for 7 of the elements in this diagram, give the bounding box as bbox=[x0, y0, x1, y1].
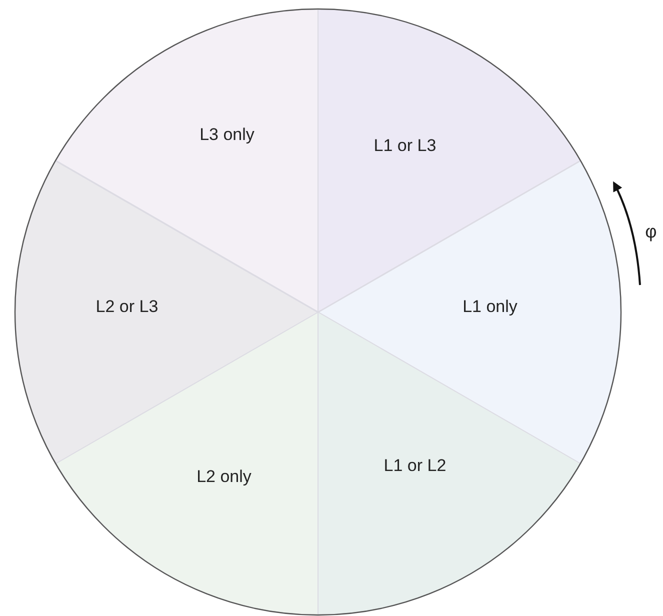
sector-label: L2 only bbox=[196, 467, 252, 487]
sector-label: L1 only bbox=[462, 297, 518, 317]
sector-label: L3 only bbox=[200, 125, 254, 145]
sector-label: L1 or L2 bbox=[384, 456, 446, 476]
sector-label: L2 or L3 bbox=[96, 297, 158, 317]
sector-label: L1 or L3 bbox=[374, 136, 436, 156]
angle-label: φ bbox=[645, 222, 657, 242]
